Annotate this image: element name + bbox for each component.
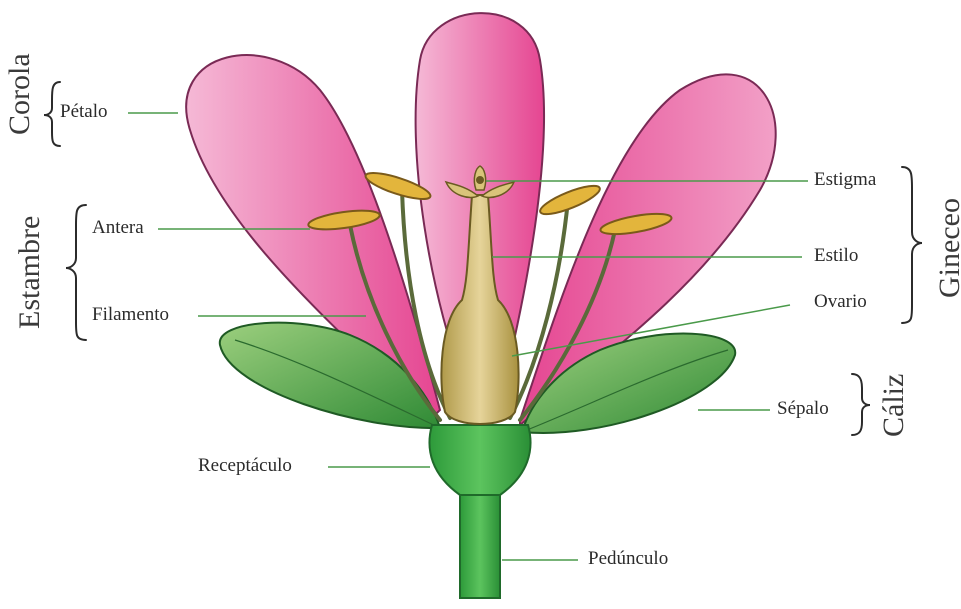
group-label-corola: Corola (5, 59, 35, 135)
label-receptaculo: Receptáculo (198, 456, 292, 475)
label-antera: Antera (92, 218, 144, 237)
label-ovario: Ovario (814, 292, 867, 311)
label-pedunculo: Pedúnculo (588, 549, 668, 568)
label-estilo: Estilo (814, 246, 858, 265)
group-label-gineceo: Gineceo (935, 188, 961, 298)
label-filamento: Filamento (92, 305, 169, 324)
label-estigma: Estigma (814, 170, 876, 189)
group-label-caliz: Cáliz (879, 373, 909, 437)
group-label-estambre: Estambre (15, 205, 45, 329)
peduncle-stem (460, 490, 500, 598)
label-sepalo: Sépalo (777, 399, 829, 418)
label-petalo: Pétalo (60, 102, 108, 121)
receptacle (429, 425, 530, 495)
